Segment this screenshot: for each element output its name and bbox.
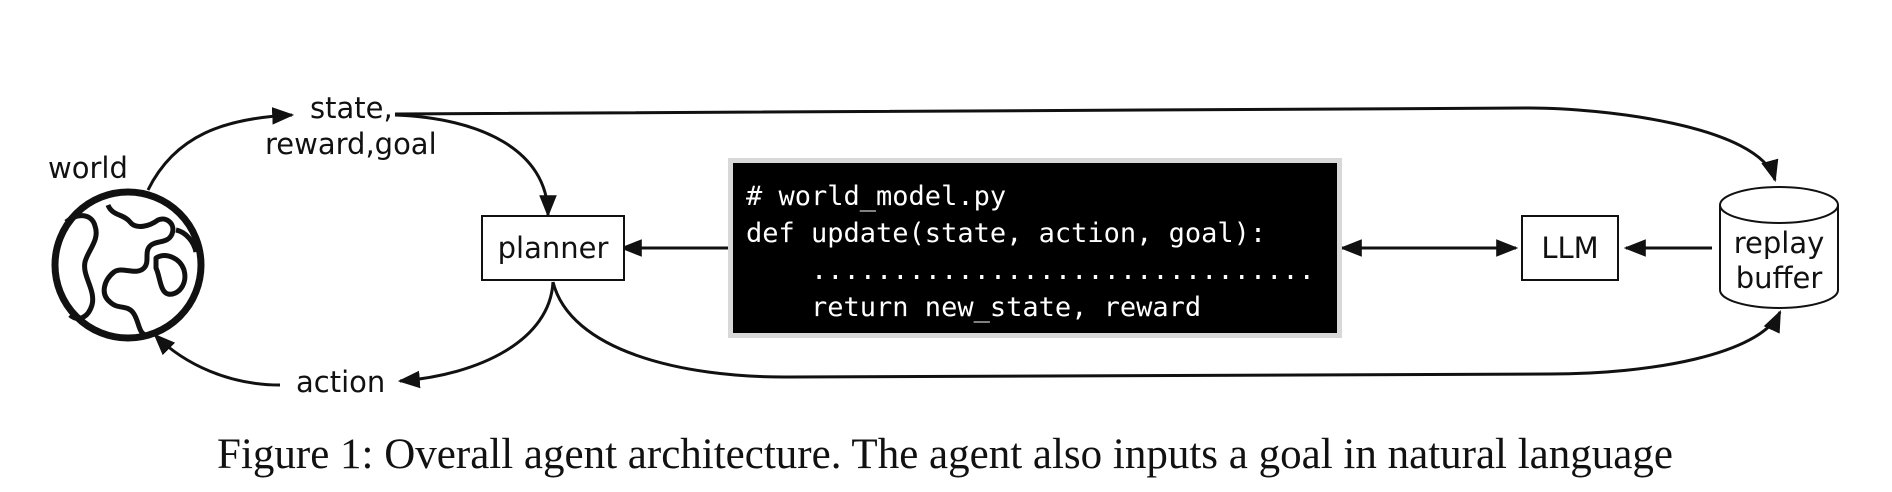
planner-box	[481, 215, 625, 281]
replay-buffer-cylinder	[1719, 186, 1839, 309]
edge-state-to-replay-buffer	[394, 106, 1779, 183]
replay-buffer-label-line2: buffer	[1736, 261, 1823, 295]
state-label-line2: reward,goal	[265, 127, 437, 161]
figure-caption: Figure 1: Overall agent architecture. Th…	[217, 431, 1673, 478]
world-label: world	[48, 151, 128, 185]
planner-label: planner	[498, 231, 609, 265]
replay-buffer-label-line1: replay	[1734, 226, 1825, 260]
edge-planner-to-replay-buffer	[551, 281, 1782, 379]
edge-planner-to-action	[397, 281, 555, 389]
edge-action-to-world	[153, 333, 281, 387]
code-line-4: return new_state, reward	[746, 292, 1201, 323]
llm-box	[1521, 215, 1619, 281]
code-block	[733, 163, 1337, 333]
code-line-1: # world_model.py	[746, 181, 1006, 212]
edge-state-to-planner	[394, 113, 557, 218]
action-label: action	[296, 365, 385, 399]
globe-icon	[51, 188, 205, 342]
edge-world-to-state	[146, 107, 295, 191]
code-line-3: ...............................	[746, 255, 1315, 286]
code-line-2: def update(state, action, goal):	[746, 218, 1266, 249]
llm-label: LLM	[1541, 231, 1598, 265]
state-label-line1: state,	[310, 91, 393, 125]
